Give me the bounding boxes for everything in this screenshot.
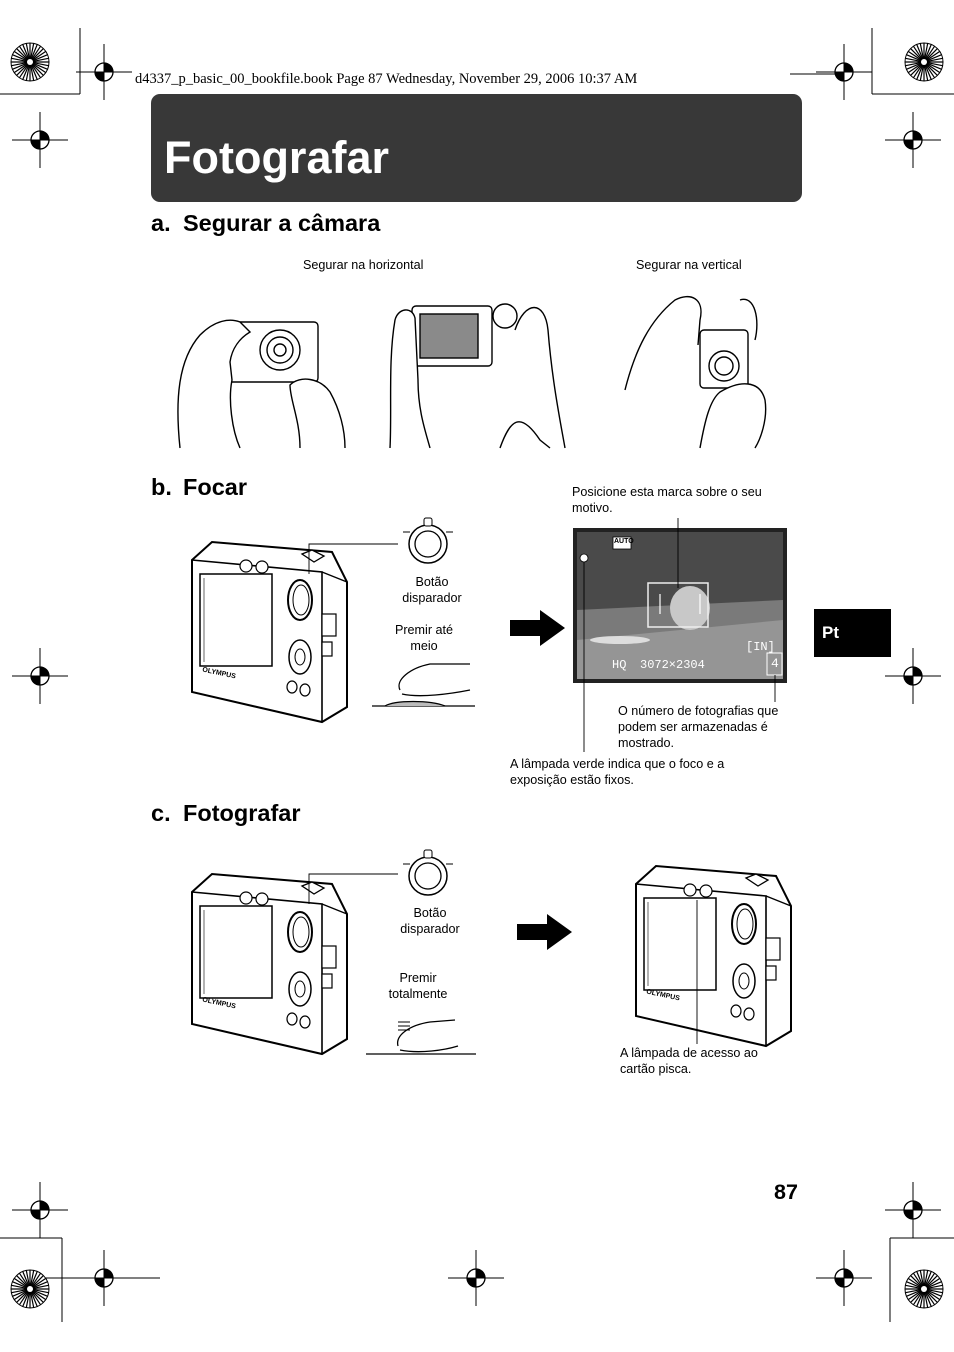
- lcd-memory: [IN]: [746, 640, 775, 654]
- language-tab: Pt: [814, 609, 891, 657]
- lcd-quality: HQ: [612, 658, 627, 672]
- section-b-letter: b.: [151, 474, 172, 500]
- section-b-title: Focar: [183, 474, 247, 500]
- section-c-letter: c.: [151, 800, 171, 826]
- caption-horizontal: Segurar na horizontal: [303, 258, 424, 272]
- caption-shutter-c: Botão disparador: [400, 906, 460, 936]
- caption-full-press: Premir totalmente: [388, 971, 448, 1001]
- caption-photos-count: O número de fotografias que podem ser ar…: [618, 704, 779, 750]
- section-a-heading: a. Segurar a câmara: [151, 210, 380, 237]
- title-bar: [151, 94, 802, 202]
- caption-green-lamp: A lâmpada verde indica que o foco e a ex…: [510, 757, 725, 787]
- lcd-mode-icon: AUTO: [614, 538, 634, 545]
- caption-vertical: Segurar na vertical: [636, 258, 742, 272]
- caption-access-lamp: A lâmpada de acesso ao cartão pisca.: [620, 1046, 758, 1076]
- caption-half-press: Premir até meio: [394, 623, 454, 653]
- section-a-title: Segurar a câmara: [183, 210, 381, 236]
- lcd-shot-count: 4: [771, 656, 779, 671]
- lcd-resolution: 3072×2304: [640, 658, 705, 672]
- caption-position-mark: Posicione esta marca sobre o seu motivo.: [572, 485, 762, 515]
- file-header: d4337_p_basic_00_bookfile.book Page 87 W…: [135, 71, 638, 87]
- page-title: Fotografar: [164, 132, 389, 183]
- section-c-title: Fotografar: [183, 800, 301, 826]
- page-number: 87: [774, 1180, 798, 1204]
- section-a-letter: a.: [151, 210, 171, 236]
- section-b-heading: b. Focar: [151, 474, 247, 501]
- caption-shutter-b: Botão disparador: [402, 575, 462, 605]
- section-c-heading: c. Fotografar: [151, 800, 301, 827]
